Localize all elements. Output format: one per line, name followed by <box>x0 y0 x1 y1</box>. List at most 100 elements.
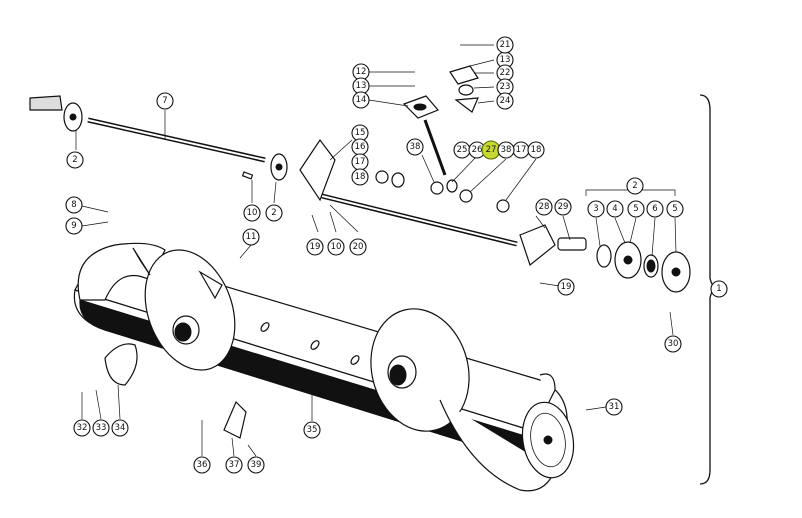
callout-8[interactable]: 8 <box>65 196 83 214</box>
svg-text:26: 26 <box>472 145 483 155</box>
svg-text:1: 1 <box>716 284 721 294</box>
callout-19[interactable]: 19 <box>557 278 575 296</box>
callout-39[interactable]: 39 <box>247 456 265 474</box>
callout-3[interactable]: 3 <box>587 200 605 218</box>
callout-2[interactable]: 2 <box>626 177 644 195</box>
svg-text:32: 32 <box>77 423 88 433</box>
svg-text:37: 37 <box>229 460 240 470</box>
callout-5[interactable]: 5 <box>627 200 645 218</box>
callout-20[interactable]: 20 <box>349 238 367 256</box>
callout-29[interactable]: 29 <box>554 198 572 216</box>
svg-text:36: 36 <box>197 460 208 470</box>
svg-text:34: 34 <box>115 423 126 433</box>
svg-text:29: 29 <box>558 202 569 212</box>
callout-38[interactable]: 38 <box>497 141 515 159</box>
callout-35[interactable]: 35 <box>303 421 321 439</box>
callout-31[interactable]: 31 <box>605 398 623 416</box>
svg-text:28: 28 <box>539 202 550 212</box>
callout-14[interactable]: 14 <box>352 91 370 109</box>
callout-19[interactable]: 19 <box>306 238 324 256</box>
svg-text:12: 12 <box>356 67 367 77</box>
bearing-assembly <box>596 241 691 293</box>
callout-38[interactable]: 38 <box>406 138 424 156</box>
svg-text:33: 33 <box>96 423 107 433</box>
svg-text:17: 17 <box>516 145 527 155</box>
svg-text:31: 31 <box>609 402 620 412</box>
callout-11[interactable]: 11 <box>242 228 260 246</box>
svg-text:17: 17 <box>355 157 366 167</box>
svg-text:20: 20 <box>353 242 364 252</box>
svg-text:18: 18 <box>531 145 542 155</box>
svg-text:24: 24 <box>500 96 511 106</box>
svg-text:4: 4 <box>612 204 617 214</box>
callout-25[interactable]: 25 <box>453 141 471 159</box>
callout-2[interactable]: 2 <box>265 204 283 222</box>
leader-lines <box>75 44 719 457</box>
svg-text:22: 22 <box>500 68 511 78</box>
svg-text:10: 10 <box>247 208 258 218</box>
mount-bracket <box>223 400 247 439</box>
svg-text:6: 6 <box>652 204 657 214</box>
callout-7[interactable]: 7 <box>156 92 174 110</box>
svg-text:5: 5 <box>633 204 638 214</box>
callout-30[interactable]: 30 <box>664 335 682 353</box>
callout-15[interactable]: 15 <box>351 124 369 142</box>
auger-flights <box>77 242 575 492</box>
callout-34[interactable]: 34 <box>111 419 129 437</box>
svg-text:2: 2 <box>632 181 637 191</box>
svg-text:35: 35 <box>307 425 318 435</box>
callout-9[interactable]: 9 <box>65 217 83 235</box>
svg-text:5: 5 <box>672 204 677 214</box>
svg-text:13: 13 <box>500 55 511 65</box>
svg-text:7: 7 <box>162 96 167 106</box>
svg-text:16: 16 <box>355 142 366 152</box>
svg-text:3: 3 <box>593 204 598 214</box>
callout-17[interactable]: 17 <box>351 153 369 171</box>
callout-32[interactable]: 32 <box>73 419 91 437</box>
callout-21[interactable]: 21 <box>496 36 514 54</box>
callout-16[interactable]: 16 <box>351 138 369 156</box>
svg-text:11: 11 <box>246 232 257 242</box>
svg-text:14: 14 <box>356 95 367 105</box>
shaft-upper <box>29 95 288 181</box>
svg-text:10: 10 <box>331 242 342 252</box>
callout-12[interactable]: 12 <box>352 63 370 81</box>
upper-bracket-parts <box>375 65 510 213</box>
callout-1[interactable]: 1 <box>710 280 728 298</box>
callout-18[interactable]: 18 <box>527 141 545 159</box>
svg-text:19: 19 <box>561 282 572 292</box>
svg-text:13: 13 <box>356 81 367 91</box>
svg-text:18: 18 <box>355 172 366 182</box>
callout-2[interactable]: 2 <box>66 151 84 169</box>
svg-text:39: 39 <box>251 460 262 470</box>
svg-text:19: 19 <box>310 242 321 252</box>
callout-36[interactable]: 36 <box>193 456 211 474</box>
callout-33[interactable]: 33 <box>92 419 110 437</box>
callout-18[interactable]: 18 <box>351 168 369 186</box>
callout-27-highlighted[interactable]: 27 <box>481 140 501 160</box>
svg-text:30: 30 <box>668 339 679 349</box>
guard-plate <box>104 343 138 386</box>
callout-24[interactable]: 24 <box>496 92 514 110</box>
callout-28[interactable]: 28 <box>535 198 553 216</box>
svg-text:27: 27 <box>486 145 497 155</box>
svg-text:21: 21 <box>500 40 511 50</box>
svg-text:15: 15 <box>355 128 366 138</box>
svg-text:2: 2 <box>72 155 77 165</box>
svg-text:25: 25 <box>457 145 468 155</box>
svg-text:38: 38 <box>410 142 421 152</box>
svg-text:8: 8 <box>71 200 76 210</box>
svg-text:38: 38 <box>501 145 512 155</box>
callout-17[interactable]: 17 <box>512 141 530 159</box>
svg-text:23: 23 <box>500 82 511 92</box>
callout-5[interactable]: 5 <box>666 200 684 218</box>
callout-37[interactable]: 37 <box>225 456 243 474</box>
callout-4[interactable]: 4 <box>606 200 624 218</box>
shaft-lower <box>299 138 587 267</box>
callout-10[interactable]: 10 <box>243 204 261 222</box>
callout-10[interactable]: 10 <box>327 238 345 256</box>
svg-text:2: 2 <box>271 208 276 218</box>
callout-6[interactable]: 6 <box>646 200 664 218</box>
